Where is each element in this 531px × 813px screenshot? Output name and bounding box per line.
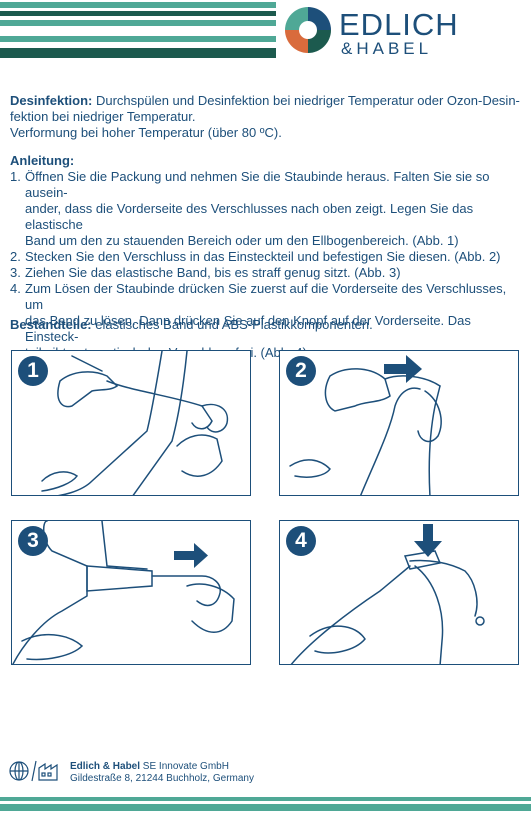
- footer-stripe-2: [0, 804, 531, 811]
- step-line: Öffnen Sie die Packung und nehmen Sie di…: [25, 169, 490, 200]
- instructions-title-text: Anleitung:: [10, 153, 75, 168]
- header-stripe-1: [0, 2, 276, 8]
- arrow-right-icon: [384, 355, 422, 383]
- figure-panel-2: 2: [279, 350, 519, 496]
- step-line: das Band zu lösen. Dann drücken Sie auf …: [25, 313, 471, 344]
- instruction-step-1: 1. Öffnen Sie die Packung und nehmen Sie…: [10, 169, 522, 249]
- arm-illustration-1: [41, 351, 229, 495]
- footer-address-block: Edlich & Habel SE Innovate GmbH Gildestr…: [70, 761, 254, 785]
- divider-slash: [31, 760, 37, 782]
- step-line: Stecken Sie den Verschluss in das Einste…: [25, 249, 501, 264]
- step-line: Band um den zu stauenden Bereich oder um…: [25, 233, 459, 248]
- step-line: ander, dass die Vorderseite des Verschlu…: [25, 201, 474, 232]
- figure-badge-4: 4: [286, 526, 316, 556]
- components-section: Bestandteile: elastisches Band und ABS-P…: [10, 317, 522, 333]
- header-stripe-4: [0, 36, 276, 42]
- arrow-right-icon: [174, 543, 208, 568]
- header-stripe-5: [0, 48, 276, 58]
- arm-illustration-4: [290, 550, 485, 664]
- instructions-list: 1. Öffnen Sie die Packung und nehmen Sie…: [10, 169, 522, 361]
- components-label: Bestandteile:: [10, 317, 92, 332]
- disinfection-text-2: fektion bei niedriger Temperatur.: [10, 109, 196, 124]
- step-number: 4.: [10, 281, 21, 296]
- figure-badge-3: 3: [18, 526, 48, 556]
- brand-logo: EDLICH &HABEL: [283, 5, 523, 58]
- step-number: 1.: [10, 169, 21, 184]
- disinfection-label: Desinfektion:: [10, 93, 93, 108]
- instruction-step-2: 2. Stecken Sie den Verschluss in das Ein…: [10, 249, 522, 265]
- footer-stripe-1: [0, 797, 531, 801]
- arm-illustration-3: [12, 521, 235, 664]
- footer-icons: [9, 760, 58, 782]
- footer-company-rest: SE Innovate GmbH: [140, 761, 229, 772]
- logo-mark-icon: [285, 7, 331, 53]
- figure-badge-2: 2: [286, 356, 316, 386]
- components-text: elastisches Band und ABS-Plastikkomponen…: [91, 317, 373, 332]
- arrow-down-icon: [414, 524, 442, 557]
- step-number: 2.: [10, 249, 21, 264]
- instructions-title: Anleitung:: [10, 153, 522, 169]
- globe-icon: [9, 761, 29, 781]
- figure-badge-1: 1: [18, 356, 48, 386]
- footer-address: Gildestraße 8, 21244 Buchholz, Germany: [70, 773, 254, 784]
- figure-panel-1: 1: [11, 350, 251, 496]
- header-stripe-3: [0, 20, 276, 26]
- disinfection-text-1: Durchspülen und Desinfektion bei niedrig…: [92, 93, 520, 108]
- instruction-step-3: 3. Ziehen Sie das elastische Band, bis e…: [10, 265, 522, 281]
- figure-panel-4: 4: [279, 520, 519, 665]
- header-stripe-2: [0, 11, 276, 16]
- factory-icon: [38, 762, 58, 781]
- step-line: Ziehen Sie das elastische Band, bis es s…: [25, 265, 401, 280]
- step-line: Zum Lösen der Staubinde drücken Sie zuer…: [25, 281, 507, 312]
- brand-subname: &HABEL: [341, 39, 433, 58]
- brand-name: EDLICH: [339, 7, 459, 42]
- footer-company-name: Edlich & Habel: [70, 761, 141, 772]
- disinfection-text-3: Verformung bei hoher Temperatur (über 80…: [10, 125, 282, 140]
- step-number: 3.: [10, 265, 21, 280]
- figure-panel-3: 3: [11, 520, 251, 665]
- arm-illustration-2: [289, 368, 442, 495]
- disinfection-section: Desinfektion: Durchspülen und Desinfekti…: [10, 93, 522, 141]
